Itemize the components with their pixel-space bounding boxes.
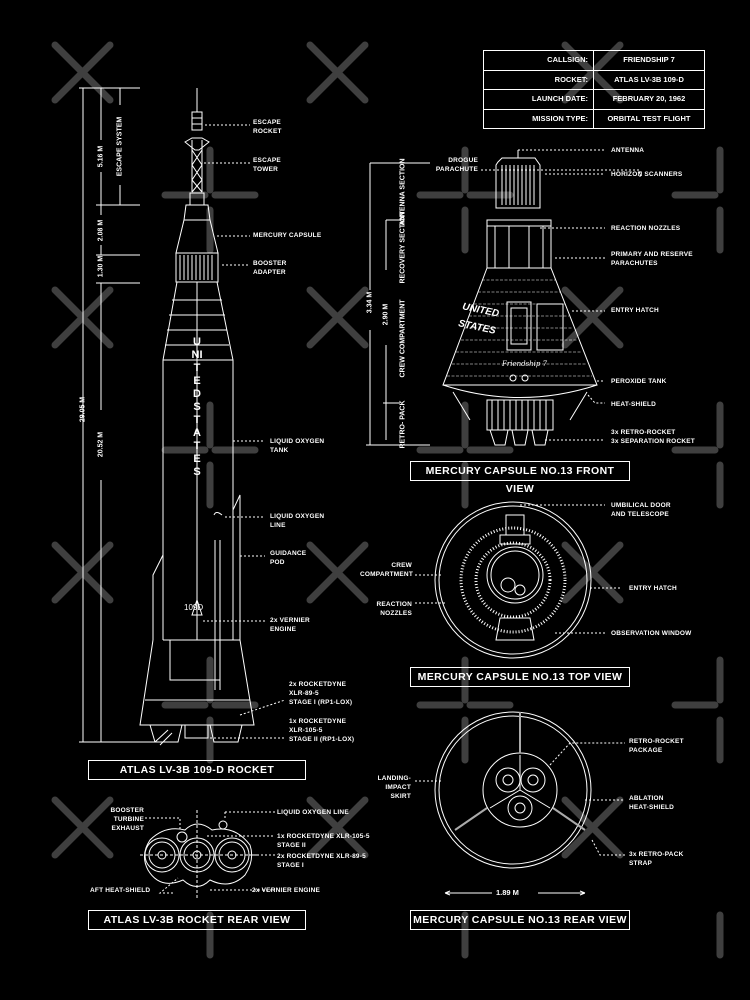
info-row-launch-date: LAUNCH DATE: FEBRUARY 20, 1962 [484,90,704,110]
label-parachutes: PRIMARY AND RESERVE PARACHUTES [611,251,693,267]
caption-capsule-top: MERCURY CAPSULE NO.13 TOP VIEW [410,667,630,687]
label-rear-lox-line: LIQUID OXYGEN LINE [277,809,349,816]
label-peroxide-tank: PEROXIDE TANK [611,378,667,385]
info-value: FRIENDSHIP 7 [623,55,675,64]
caption-capsule-front: MERCURY CAPSULE NO.13 FRONT VIEW [410,461,630,495]
label-lox-line: LIQUID OXYGEN LINE [270,513,325,529]
info-row-rocket: ROCKET: ATLAS LV-3B 109-D [484,70,704,90]
label-escape-tower: ESCAPE TOWER [253,157,281,173]
label-rear-stage1: 2x ROCKETDYNE XLR-89-5 STAGE I [277,853,366,869]
rocket-dimension-lines [79,87,175,743]
label-retro-separation-rockets: 3x RETRO-ROCKET 3x SEPARATION ROCKET [611,429,695,445]
caption-rocket-rear: ATLAS LV-3B ROCKET REAR VIEW [88,910,306,930]
label-crew-compartment: CREW COMPARTMENT [360,562,413,578]
info-key: LAUNCH DATE: [484,90,594,109]
label-mercury-capsule: MERCURY CAPSULE [253,232,322,239]
dim-capsule-total: 3.34 M [366,291,374,314]
dim-capsule: 2.08 M [97,219,105,242]
label-rear-stage2: 1x ROCKETDYNE XLR-105-5 STAGE II [277,833,370,849]
label-booster-adapter: BOOSTER ADAPTER [253,260,287,276]
dim-total: 29.05 M [79,396,87,423]
capsule-top-drawing [434,501,592,659]
info-row-callsign: CALLSIGN: FRIENDSHIP 7 [484,51,704,71]
capsule-front-drawing [442,150,598,446]
label-vernier-engine: 2x VERNIER ENGINE [270,617,310,633]
capsule-dimension-lines [366,162,430,446]
capsule-top-leader-lines [415,504,622,634]
rocket-united-states-text: UNITED STATES [191,336,203,478]
label-retro-rocket-package: RETRO-ROCKET PACKAGE [629,738,684,754]
label-retro-pack-strap: 3x RETRO-PACK STRAP [629,851,684,867]
label-lox-tank: LIQUID OXYGEN TANK [270,438,325,454]
caption-atlas-rocket: ATLAS LV-3B 109-D ROCKET [88,760,306,780]
label-reaction-nozzles: REACTION NOZZLES [611,225,681,232]
label-umbilical-door: UMBILICAL DOOR AND TELESCOPE [611,502,671,518]
label-rear-vernier: 2x VERNIER ENGINE [252,887,321,894]
label-aft-heat-shield: AFT HEAT-SHIELD [90,887,151,894]
label-stage2-engine: 1x ROCKETDYNE XLR-105-5 STAGE II (RP1-LO… [289,718,355,743]
label-antenna: ANTENNA [611,147,645,154]
label-heat-shield: HEAT-SHIELD [611,401,657,408]
dim-escape: 5.16 M [97,145,105,168]
caption-capsule-rear: MERCURY CAPSULE NO.13 REAR VIEW [410,910,630,930]
dim-retro-pack: RETRO- PACK [399,400,407,449]
friendship-7-logo: Friendship 7 [502,360,548,368]
info-value: ATLAS LV-3B 109-D [614,74,684,84]
info-key: MISSION TYPE: [484,109,594,128]
dim-capsule-crew-total: 2.90 M [382,303,390,326]
diameter-arrow [444,890,586,896]
dim-adapter: 1.30 M [97,255,105,278]
label-entry-hatch: ENTRY HATCH [611,307,659,314]
label-landing-impact-skirt: LANDING-IMPACT SKIRT [377,775,411,800]
info-key: ROCKET: [484,70,594,89]
mission-info-table: CALLSIGN: FRIENDSHIP 7 ROCKET: ATLAS LV-3B… [483,50,705,129]
capsule-diameter: 1.89 M [496,888,519,897]
dim-body: 20.52 M [97,431,105,458]
info-value: ORBITAL TEST FLIGHT [607,113,691,123]
dim-crew-compartment: CREW COMPARTMENT [399,299,407,378]
label-escape-rocket: ESCAPE ROCKET [253,119,282,135]
label-observation-window: OBSERVATION WINDOW [611,630,692,637]
label-ablation-heat-shield: ABLATION HEAT-SHIELD [629,795,675,811]
capsule-rear-leader-lines [415,742,625,856]
dim-recovery-section: RECOVERY SECTION [399,211,407,284]
atlas-rocket-drawing [139,88,255,746]
info-key: CALLSIGN: [484,51,594,70]
info-value: FEBRUARY 20, 1962 [612,94,686,103]
label-top-reaction-nozzles: REACTION NOZZLES [376,601,412,617]
label-drogue-parachute: DROGUE PARACHUTE [435,157,478,173]
label-horizon-scanners: HORIZON SCANNERS [611,171,683,178]
rocket-rear-view-drawing [140,810,275,900]
capsule-front-leader-lines [481,149,641,441]
rocket-leader-lines [198,124,286,739]
capsule-rear-drawing [434,711,592,869]
dim-escape-label: ESCAPE SYSTEM [116,116,124,177]
label-guidance-pod: GUIDANCE POD [270,550,307,566]
label-booster-turbine: BOOSTER TURBINE EXHAUST [110,807,144,832]
rocket-serial: 109D [184,603,204,612]
info-row-mission-type: MISSION TYPE: ORBITAL TEST FLIGHT [484,109,704,128]
label-stage1-engines: 2x ROCKETDYNE XLR-89-5 STAGE I (RP1-LOX) [289,681,353,706]
label-top-entry-hatch: ENTRY HATCH [629,585,677,592]
